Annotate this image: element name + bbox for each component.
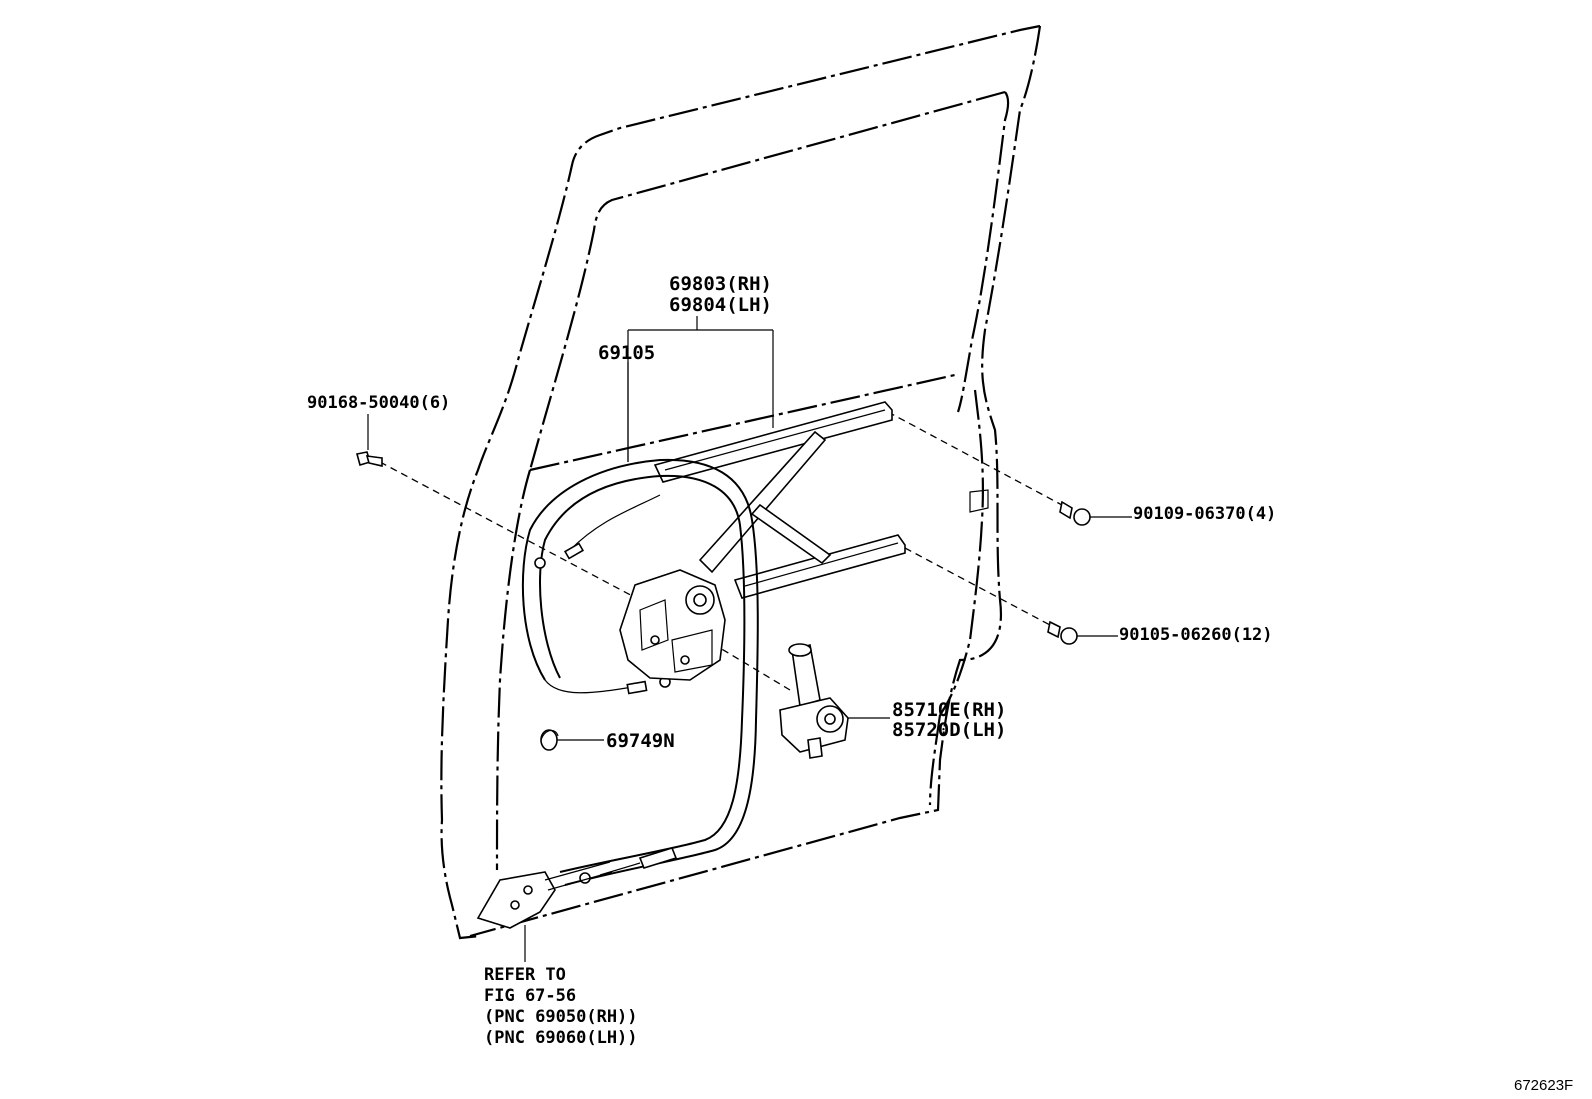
label-cable: 69105 bbox=[598, 342, 655, 364]
bolt-upper-right-icon bbox=[1059, 500, 1091, 526]
label-refer-line2: FIG 67-56 bbox=[484, 986, 576, 1006]
regulator-drum bbox=[619, 569, 726, 681]
window-motor-icon bbox=[779, 643, 849, 759]
lower-bracket bbox=[476, 861, 613, 929]
figure-id: 672623F bbox=[1514, 1077, 1573, 1094]
label-refer-line4: (PNC 69060(LH)) bbox=[484, 1028, 638, 1048]
label-refer-line1: REFER TO bbox=[484, 965, 566, 985]
label-regulator-rh: 69803(RH) bbox=[669, 273, 772, 295]
clip-icon bbox=[540, 729, 559, 751]
regulator-rails bbox=[653, 401, 906, 599]
label-bolt-lower-right: 90105-06260(12) bbox=[1119, 625, 1273, 645]
label-regulator-lh: 69804(LH) bbox=[669, 294, 772, 316]
label-motor-rh: 85710E(RH) bbox=[892, 699, 1006, 721]
bolt-lower-right-icon bbox=[1047, 620, 1078, 645]
door-outline bbox=[440, 24, 1042, 940]
cable-assembly bbox=[521, 458, 759, 886]
label-bolt-upper-right: 90109-06370(4) bbox=[1133, 504, 1276, 524]
label-refer-line3: (PNC 69050(RH)) bbox=[484, 1007, 638, 1027]
label-clip: 69749N bbox=[606, 730, 675, 752]
bolt-left-icon bbox=[356, 451, 383, 468]
label-leaders bbox=[367, 316, 1132, 962]
label-bolt-left: 90168-50040(6) bbox=[307, 393, 450, 413]
label-motor-lh: 85720D(LH) bbox=[892, 719, 1006, 741]
